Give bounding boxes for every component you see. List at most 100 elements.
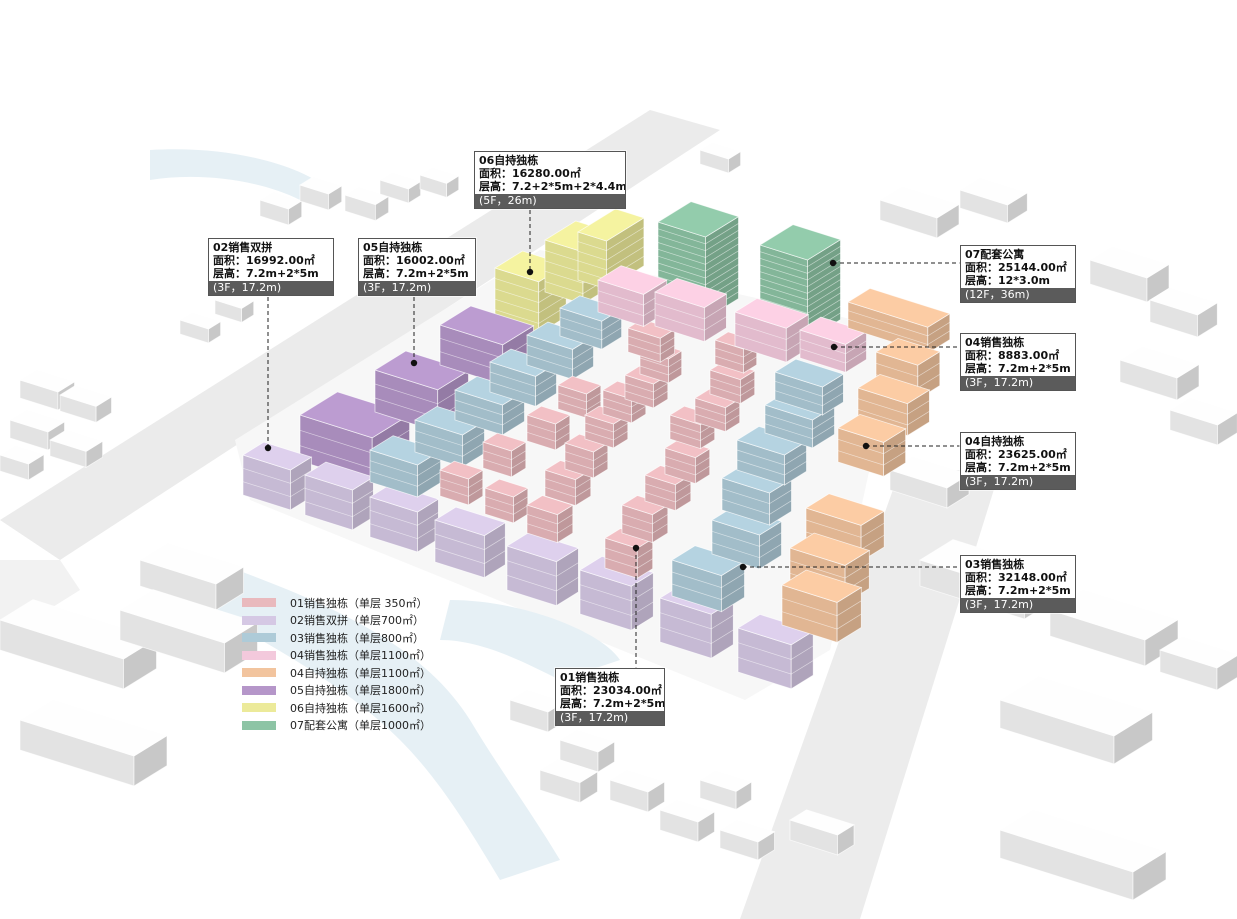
building-04-sale-roof [654,277,728,309]
building-07-apt-floor-line [657,250,739,272]
building-01-sale-floor-line [714,355,757,366]
building-01-sale [564,433,609,479]
callout-title: 04自持独栋 [965,435,1025,448]
building-01-sale-floor-line [669,430,715,441]
legend-swatch [242,650,276,660]
building-07-apt-floor-line [759,245,841,268]
building-06-own-floor-line [494,295,567,314]
building-06-own-roof [577,208,645,242]
context-building [999,675,1154,765]
building-03-sale-floor-line [764,423,835,440]
building-03-sale-floor-line [414,440,485,457]
context-building [539,758,599,804]
building-04-own-floor-line [781,597,862,617]
building-03-sale-roof [774,358,845,388]
context-building [1089,245,1170,303]
legend-swatch [242,598,276,608]
callout-04-own: 04自持独栋 面积：23625.00㎡ 层高：7.2m+2*5m (3F，17.… [960,432,1076,490]
building-01-sale-floor-line [544,478,591,489]
building-02-sale-floor-line [506,574,579,592]
building-07-apt-floor-line [657,264,739,286]
building-01-sale-floor-line [564,451,608,462]
building-07-apt-floor-line [657,223,739,245]
context-building [344,186,390,222]
callout-02-sale: 02销售双拼 面积：16992.00㎡ 层高：7.2m+2*5m (3F，17.… [208,238,334,296]
legend-swatch [242,685,276,695]
building-07-apt-roof [657,201,740,238]
building-07-apt-floor-line [759,265,841,288]
building-01-sale-roof [482,432,527,452]
callout-03-sale: 03销售独栋 面积：32148.00㎡ 层高：7.2m+2*5m (3F，17.… [960,555,1076,613]
callout-floors: (3F，17.2m) [209,281,333,295]
legend-item: 04销售独栋（单层1100㎡） [242,647,482,665]
building-04-own-roof [847,287,951,328]
building-01-sale-floor-line [544,486,591,498]
building-01-sale-roof [439,460,484,480]
legend-item: 06自持独栋（单层1600㎡） [242,699,482,717]
legend-item: 05自持独栋（单层1800㎡） [242,682,482,700]
callout-title: 03销售独栋 [965,558,1025,571]
callout-area: 面积：32148.00㎡ [965,571,1067,584]
legend-swatch [242,615,276,625]
building-01-sale-floor-line [621,523,668,534]
building-03-sale-floor-line [454,409,525,426]
building-02-sale-floor-line [506,560,579,577]
building-03-sale-floor-line [721,498,792,515]
building-04-sale [654,277,728,343]
building-03-sale-floor-line [489,371,557,387]
legend-label: 05自持独栋（单层1800㎡） [290,684,431,698]
context-building [999,809,1167,901]
legend-item: 01销售独栋（单层 350㎡） [242,594,482,612]
building-01-sale-floor-line [694,413,740,424]
callout-height: 层高：7.2m+2*5m [363,267,469,280]
building-01-sale-floor-line [484,504,528,515]
context-building-roof [59,385,113,407]
building-03-sale [454,375,526,436]
context-building-roof [1169,397,1237,426]
callout-title: 06自持独栋 [479,154,539,167]
callout-area: 面积：16002.00㎡ [363,254,465,267]
building-03-sale-floor-line [489,381,557,397]
building-01-sale-floor-line [482,458,526,469]
context-building-roof [179,312,222,330]
building-04-own-roof [789,532,871,566]
context-building [719,819,776,861]
callout-area: 面积：16280.00㎡ [479,167,581,180]
callout-area: 面积：23625.00㎡ [965,448,1067,461]
building-04-own-floor-line [789,560,870,579]
context-building-roof [999,675,1154,737]
leader-anchor-dot [830,343,838,351]
callout-05-own: 05自持独栋 面积：16002.00㎡ 层高：7.2m+2*5m (3F，17.… [358,238,476,296]
building-03-sale-floor-line [369,460,441,477]
context-building-roof [299,176,343,195]
building-01-sale [526,495,574,544]
callout-height: 层高：7.2m+2*5m [965,461,1071,474]
main-road [0,110,720,560]
callout-title: 04销售独栋 [965,336,1025,349]
building-07-apt-floor-line [657,236,739,258]
callout-floors: (3F，17.2m) [961,376,1075,390]
building-02-sale-floor-line [659,626,734,644]
building-02-sale-floor-line [369,509,439,526]
legend-label: 02销售双拼（单层700㎡） [290,614,424,628]
building-01-sale [526,405,571,451]
building-01-sale-floor-line [564,459,608,470]
callout-title: 05自持独栋 [363,241,423,254]
context-buildings [0,142,1237,901]
building-07-apt-floor-line [759,279,841,301]
building-01-sale-roof [557,375,602,395]
building-06-own-floor-line [577,227,645,251]
building-03-sale-floor-line [736,449,807,466]
building-01-sale-floor-line [602,405,646,416]
building-03-sale [414,405,486,468]
context-building [49,429,104,469]
building-01-sale-floor-line [604,557,653,569]
building-07-apt-floor-line [657,243,739,265]
building-01-sale-floor-line [482,450,526,461]
water-channel [150,149,330,200]
building-01-sale-floor-line [439,478,483,489]
legend-swatch [242,668,276,678]
context-building-roof [19,699,168,757]
building-01-sale-floor-line [526,513,573,525]
building-01-sale [621,495,669,544]
